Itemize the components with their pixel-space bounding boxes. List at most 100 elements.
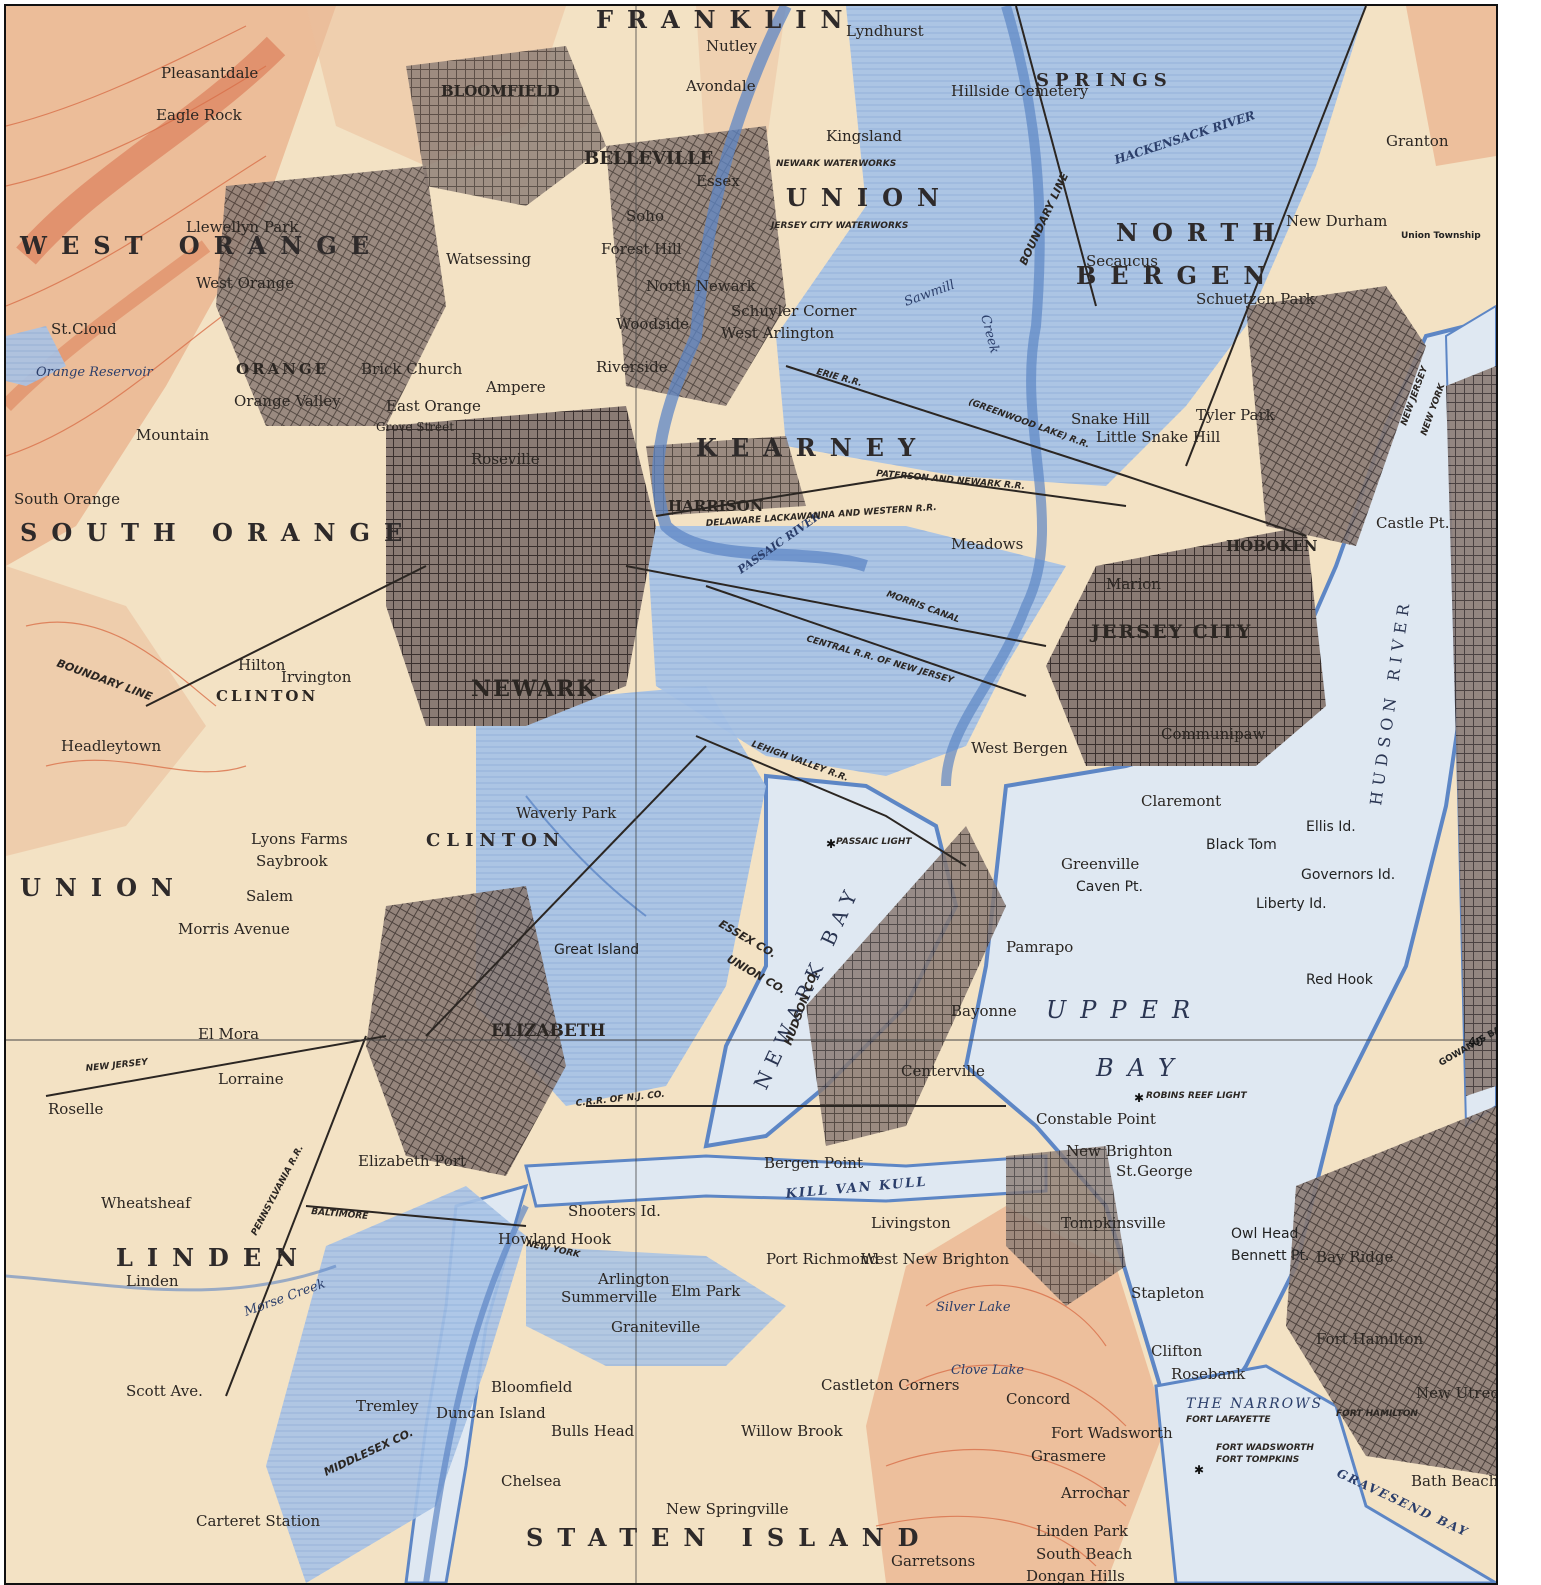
- rivers: [6, 6, 1047, 1583]
- place-ellis-id: Ellis Id.: [1306, 819, 1356, 835]
- place-eagle-rock: Eagle Rock: [156, 106, 243, 124]
- place-bennett-pt: Bennett Pt.: [1231, 1248, 1309, 1264]
- place-union-township: Union Township: [1401, 231, 1481, 241]
- place-headleytown: Headleytown: [61, 737, 162, 755]
- place-marion: Marion: [1106, 575, 1161, 593]
- place-irvington: Irvington: [281, 668, 352, 686]
- place-soho: Soho: [626, 207, 664, 225]
- star-icon: ✱: [826, 837, 836, 851]
- label-jersey-city-waterworks: JERSEY CITY WATERWORKS: [769, 221, 908, 231]
- place-bay-ridge: Bay Ridge: [1316, 1248, 1394, 1266]
- place-liberty-id: Liberty Id.: [1256, 896, 1327, 912]
- place-tremley: Tremley: [356, 1397, 419, 1415]
- area-labels: FRANKLIN SPRINGS UNION NORTH BERGEN WEST…: [19, 6, 1289, 1552]
- place-castleton-corners: Castleton Corners: [821, 1376, 959, 1394]
- place-north-newark: North Newark: [646, 277, 757, 295]
- label-newark-waterworks: NEWARK WATERWORKS: [776, 159, 896, 169]
- place-howland-hook: Howland Hook: [498, 1230, 612, 1248]
- place-kingsland: Kingsland: [826, 127, 902, 145]
- place-west-orange: West Orange: [196, 274, 294, 292]
- star-icon: ✱: [1194, 1463, 1204, 1477]
- place-clove-lake: Clove Lake: [951, 1363, 1024, 1378]
- label-kearney: KEARNEY: [696, 433, 929, 462]
- label-harrison: HARRISON: [668, 497, 764, 515]
- place-ampere: Ampere: [485, 378, 546, 396]
- place-west-arlington: West Arlington: [721, 324, 834, 342]
- place-snake-hill: Snake Hill: [1071, 410, 1150, 428]
- label-fort-hamilton: FORT HAMILTON: [1336, 1409, 1418, 1419]
- place-el-mora: El Mora: [198, 1025, 259, 1043]
- place-wheatsheaf: Wheatsheaf: [101, 1194, 192, 1212]
- place-concord: Concord: [1006, 1390, 1071, 1408]
- label-newark: NEWARK: [471, 676, 598, 702]
- place-centerville: Centerville: [901, 1062, 985, 1080]
- place-new-utrecht: New Utrecht: [1416, 1384, 1496, 1402]
- place-saybrook: Saybrook: [256, 852, 329, 870]
- place-linden-park: Linden Park: [1036, 1522, 1129, 1540]
- place-owl-head: Owl Head: [1231, 1226, 1298, 1242]
- label-south-orange: SOUTH ORANGE: [20, 518, 416, 547]
- place-port-richmond: Port Richmond: [766, 1250, 880, 1268]
- place-hillside-cemetery: Hillside Cemetery: [951, 82, 1089, 100]
- place-nutley: Nutley: [706, 37, 757, 55]
- label-bay: BAY: [1095, 1054, 1188, 1082]
- label-bloomfield: BLOOMFIELD: [441, 82, 560, 100]
- place-hilton: Hilton: [238, 656, 286, 674]
- place-bloomfield-si: Bloomfield: [491, 1378, 573, 1396]
- place-secaucus: Secaucus: [1086, 252, 1158, 270]
- label-linden-twp: LINDEN: [116, 1243, 311, 1272]
- place-little-snake-hill: Little Snake Hill: [1096, 428, 1221, 446]
- place-fort-hamilton: Fort Hamilton: [1316, 1330, 1423, 1348]
- place-forest-hill: Forest Hill: [601, 240, 682, 258]
- place-stapleton: Stapleton: [1131, 1284, 1205, 1302]
- label-fort-tompkins: FORT TOMPKINS: [1216, 1455, 1299, 1465]
- label-upper: UPPER: [1046, 996, 1204, 1024]
- place-schuetzen-park: Schuetzen Park: [1196, 290, 1316, 308]
- place-grasmere: Grasmere: [1031, 1447, 1106, 1465]
- place-orange-reservoir: Orange Reservoir: [36, 365, 154, 380]
- place-rosebank: Rosebank: [1171, 1365, 1246, 1383]
- place-west-bergen: West Bergen: [971, 739, 1068, 757]
- place-granton: Granton: [1386, 132, 1449, 150]
- place-avondale: Avondale: [685, 77, 756, 95]
- place-communipaw: Communipaw: [1161, 725, 1266, 743]
- railroads: [45, 6, 1367, 1397]
- label-clinton-mid: CLINTON: [426, 830, 565, 851]
- place-salem: Salem: [246, 887, 293, 905]
- place-pamrapo: Pamrapo: [1006, 938, 1073, 956]
- place-arrochar: Arrochar: [1060, 1484, 1130, 1502]
- label-west-orange: WEST ORANGE: [19, 231, 383, 260]
- label-elizabeth: ELIZABETH: [491, 1021, 606, 1041]
- relief-shading: [6, 6, 1496, 1583]
- place-fort-wadsworth: Fort Wadsworth: [1051, 1424, 1173, 1442]
- topographic-map[interactable]: FRANKLIN SPRINGS UNION NORTH BERGEN WEST…: [6, 6, 1496, 1583]
- place-morris-avenue: Morris Avenue: [178, 920, 290, 938]
- place-scott-ave: Scott Ave.: [126, 1382, 203, 1400]
- latitude-label-40: 40′: [1468, 1035, 1486, 1049]
- place-pleasantdale: Pleasantdale: [161, 64, 258, 82]
- place-governors-id: Governors Id.: [1301, 867, 1395, 883]
- place-red-hook: Red Hook: [1306, 972, 1374, 988]
- star-icon: ✱: [1134, 1091, 1144, 1105]
- label-union-twp-south: UNION: [20, 873, 187, 902]
- city-labels: BLOOMFIELD BELLEVILLE HARRISON NEWARK EL…: [441, 82, 1318, 1041]
- place-watsessing: Watsessing: [446, 250, 532, 268]
- place-south-beach: South Beach: [1036, 1545, 1133, 1563]
- place-lorraine: Lorraine: [218, 1070, 284, 1088]
- label-belleville: BELLEVILLE: [584, 148, 713, 169]
- place-lyndhurst: Lyndhurst: [846, 22, 924, 40]
- place-waverly-park: Waverly Park: [516, 804, 617, 822]
- place-bulls-head: Bulls Head: [551, 1422, 635, 1440]
- place-west-new-brighton: West New Brighton: [861, 1250, 1009, 1268]
- place-bergen-point: Bergen Point: [764, 1154, 863, 1172]
- place-essex: Essex: [696, 172, 740, 190]
- place-riverside: Riverside: [596, 358, 668, 376]
- place-greenville: Greenville: [1061, 855, 1139, 873]
- place-lyons-farms: Lyons Farms: [251, 830, 348, 848]
- label-north: NORTH: [1116, 218, 1289, 247]
- place-grove-street: Grove Street: [376, 420, 454, 434]
- place-caven-pt: Caven Pt.: [1076, 879, 1143, 895]
- label-fort-wadsworth: FORT WADSWORTH: [1216, 1443, 1314, 1453]
- label-robins-reef: ROBINS REEF LIGHT: [1146, 1091, 1247, 1101]
- map-frame: FRANKLIN SPRINGS UNION NORTH BERGEN WEST…: [4, 4, 1498, 1585]
